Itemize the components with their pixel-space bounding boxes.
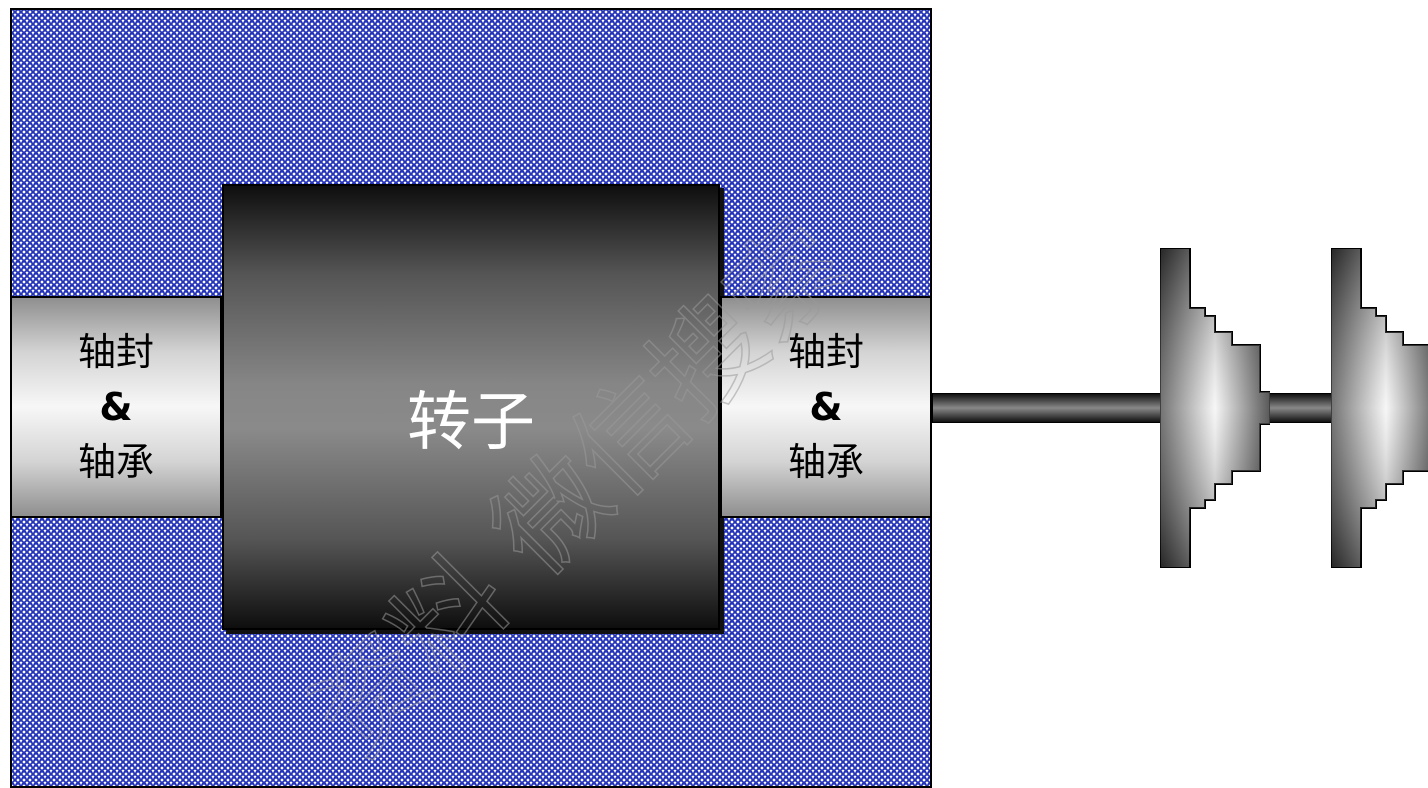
right-seal-bearing: 轴封 & 轴承 bbox=[720, 296, 932, 518]
left-seal-ampersand: & bbox=[99, 384, 133, 429]
rotor-label: 转子 bbox=[407, 386, 535, 460]
right-seal-label: 轴封 bbox=[787, 329, 864, 374]
left-bearing-label: 轴承 bbox=[77, 439, 154, 484]
left-seal-bearing: 轴封 & 轴承 bbox=[10, 296, 222, 518]
compressor-diagram: 轴封 & 轴承 转子 轴封 & 轴承 bbox=[10, 8, 1428, 788]
impeller-2 bbox=[1331, 248, 1428, 568]
left-seal-label: 轴封 bbox=[77, 329, 154, 374]
rotor-block: 转子 bbox=[222, 184, 720, 630]
right-seal-ampersand: & bbox=[809, 384, 843, 429]
impeller-1 bbox=[1160, 248, 1270, 568]
right-bearing-label: 轴承 bbox=[787, 439, 864, 484]
